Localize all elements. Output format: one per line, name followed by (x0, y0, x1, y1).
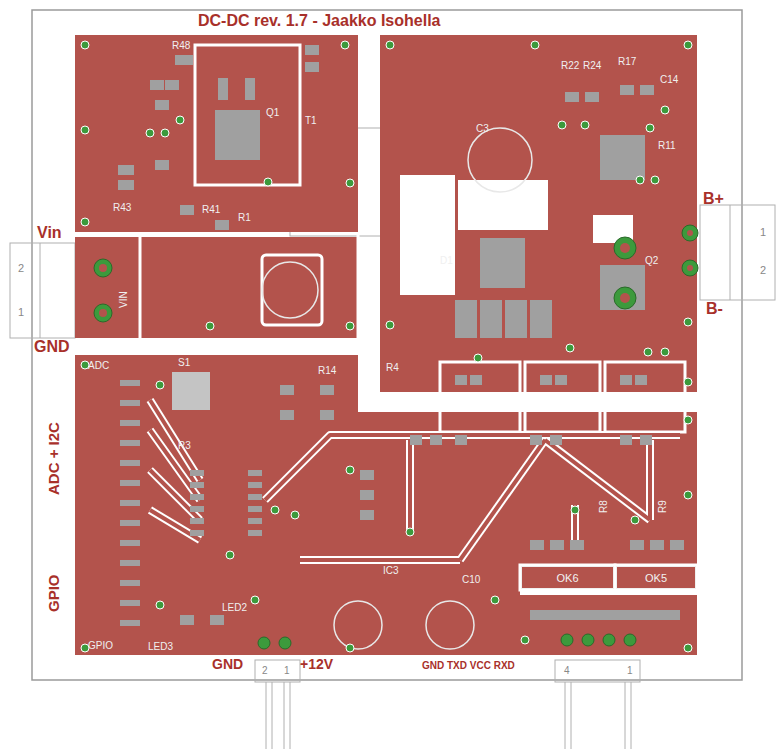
net-label: Vin (37, 224, 62, 242)
part-name: LED3 (148, 641, 173, 652)
part-name: R1 (238, 212, 251, 223)
part-name: S1 (178, 357, 190, 368)
pin-number: 1 (627, 665, 633, 676)
part-name: R17 (618, 56, 636, 67)
section-label: ADC + I2C (46, 422, 63, 495)
part-name: R48 (172, 40, 190, 51)
part-name: LED2 (222, 602, 247, 613)
net-label: B+ (703, 190, 724, 208)
part-name: R9 (657, 500, 668, 513)
net-label: B- (706, 300, 723, 318)
pin-number: 1 (760, 226, 766, 238)
part-name: R8 (598, 500, 609, 513)
section-label: GPIO (46, 574, 63, 612)
part-name: T1 (305, 115, 317, 126)
pin-number: 2 (760, 264, 766, 276)
part-name: Q1 (266, 107, 279, 118)
pin-names: GND TXD VCC RXD (422, 660, 515, 671)
optocoupler-box: OK5 (616, 566, 696, 589)
net-label: GND (34, 338, 70, 356)
part-name: C14 (660, 74, 678, 85)
pin-number: 2 (262, 665, 268, 676)
net-label: +12V (300, 657, 333, 672)
part-name: R3 (178, 440, 191, 451)
part-name: C3 (476, 123, 489, 134)
net-label: VIN (118, 291, 129, 308)
part-name: D1 (440, 255, 453, 266)
pin-number: 1 (284, 665, 290, 676)
part-name: R4 (386, 362, 399, 373)
pin-number: 4 (564, 665, 570, 676)
part-name: IC3 (383, 565, 399, 576)
part-name: C10 (462, 574, 480, 585)
net-label: GPIO (88, 640, 113, 651)
pin-number: 2 (18, 262, 24, 274)
part-name: R24 (583, 60, 601, 71)
pin-number: 1 (18, 306, 24, 318)
board-title: DC-DC rev. 1.7 - Jaakko Isohella (198, 12, 440, 30)
net-label: ADC (88, 360, 109, 371)
part-name: R43 (113, 202, 131, 213)
optocoupler-box: OK6 (521, 566, 614, 589)
part-name: OK6 (556, 572, 578, 584)
part-name: R41 (202, 204, 220, 215)
net-label: GND (212, 657, 243, 672)
part-name: R14 (318, 365, 336, 376)
part-name: R11 (658, 140, 676, 151)
part-name: R22 (561, 60, 579, 71)
part-name: OK5 (645, 572, 667, 584)
part-name: Q2 (645, 255, 658, 266)
